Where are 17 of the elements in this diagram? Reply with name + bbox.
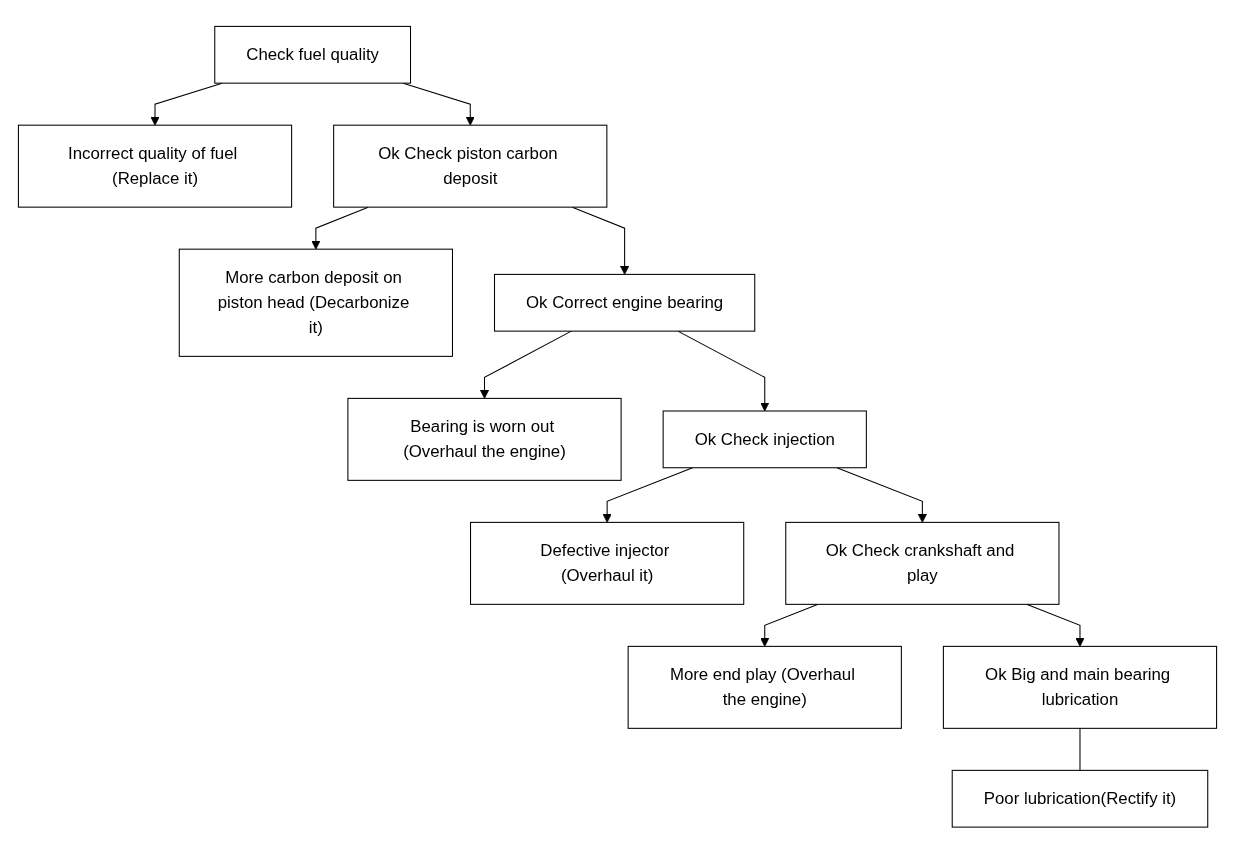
arrow xyxy=(677,330,770,412)
node-box: More carbon deposit on piston head (Decarbonize it) xyxy=(178,248,453,358)
node-box: Ok Correct engine bearing xyxy=(494,274,756,332)
node-box: Ok Check piston carbon deposit xyxy=(333,124,608,208)
arrow xyxy=(836,467,927,524)
node-box: Ok Check injection xyxy=(662,410,867,469)
node-box: Check fuel quality xyxy=(214,26,412,84)
arrow xyxy=(479,330,572,400)
node-box: Ok Big and main bearing lubrication xyxy=(942,646,1218,730)
arrow xyxy=(602,467,694,524)
node-box: Defective injector (Overhaul it) xyxy=(470,522,745,606)
node-box: Bearing is worn out (Overhaul the engine) xyxy=(347,398,622,482)
node-box: Ok Check crankshaft and play xyxy=(785,522,1060,606)
node-box: Incorrect quality of fuel (Replace it) xyxy=(17,124,293,208)
node-box: Poor lubrication(Rectify it) xyxy=(951,770,1209,828)
node-box: More end play (Overhaul the engine) xyxy=(627,646,902,730)
connector xyxy=(1079,728,1081,772)
